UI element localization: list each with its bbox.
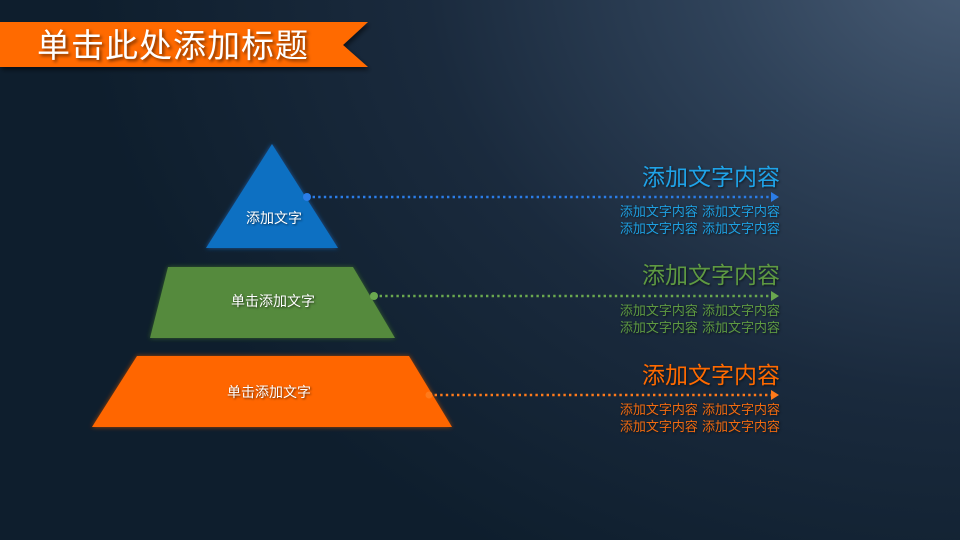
connector-top: [303, 192, 779, 202]
text-block-body[interactable]: 添加文字内容 添加文字内容 添加文字内容 添加文字内容: [620, 204, 780, 238]
text-block-line: 添加文字内容 添加文字内容: [619, 321, 780, 336]
text-block-line: 添加文字内容 添加文字内容: [619, 304, 780, 319]
text-block-top: 添加文字内容 添加文字内容 添加文字内容 添加文字内容 添加文字内容: [620, 164, 780, 238]
text-block-middle: 添加文字内容 添加文字内容 添加文字内容 添加文字内容 添加文字内容: [620, 262, 780, 337]
connector-dot-icon: [425, 391, 433, 399]
connector-middle: [370, 291, 779, 301]
connector-dot-icon: [370, 292, 378, 300]
text-block-line: 添加文字内容 添加文字内容: [619, 222, 780, 237]
text-block-body[interactable]: 添加文字内容 添加文字内容 添加文字内容 添加文字内容: [620, 303, 780, 337]
text-block-line: 添加文字内容 添加文字内容: [619, 403, 780, 418]
pyramid-bottom-label[interactable]: 单击添加文字: [227, 385, 311, 401]
pyramid-middle-trapezoid[interactable]: [150, 267, 395, 338]
text-block-title[interactable]: 添加文字内容: [642, 263, 780, 289]
pyramid-top-label[interactable]: 添加文字: [246, 211, 302, 227]
connector-dot-icon: [303, 193, 311, 201]
pyramid-middle-label[interactable]: 单击添加文字: [231, 294, 315, 310]
connector-bottom: [425, 390, 779, 400]
text-block-line: 添加文字内容 添加文字内容: [619, 205, 780, 220]
slide-title[interactable]: 单击此处添加标题: [37, 26, 309, 65]
title-ribbon: [0, 22, 368, 67]
arrow-right-icon: [771, 390, 779, 400]
text-block-line: 添加文字内容 添加文字内容: [619, 420, 780, 435]
text-block-title[interactable]: 添加文字内容: [642, 363, 780, 389]
arrow-right-icon: [771, 291, 779, 301]
text-block-bottom: 添加文字内容 添加文字内容 添加文字内容 添加文字内容 添加文字内容: [620, 362, 780, 436]
pyramid-top-triangle[interactable]: [206, 144, 338, 248]
arrow-right-icon: [771, 192, 779, 202]
pyramid-bottom-trapezoid[interactable]: [92, 356, 452, 427]
ribbon-shape: [0, 22, 368, 67]
text-block-title[interactable]: 添加文字内容: [642, 165, 780, 191]
text-block-body[interactable]: 添加文字内容 添加文字内容 添加文字内容 添加文字内容: [620, 402, 780, 436]
